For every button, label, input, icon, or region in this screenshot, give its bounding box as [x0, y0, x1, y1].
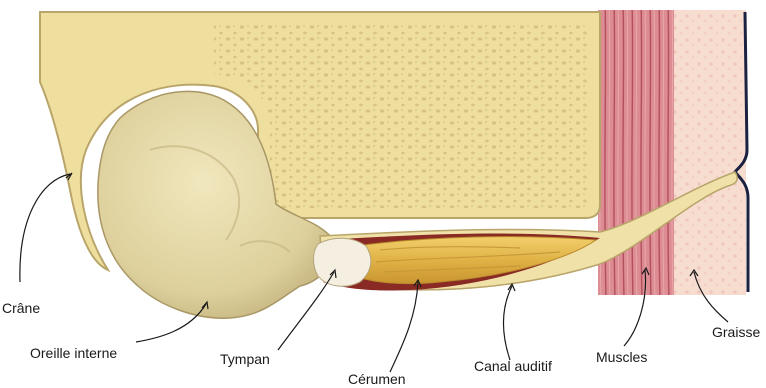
label-inner-ear: Oreille interne [30, 345, 117, 361]
fat-layer [672, 10, 746, 295]
label-ear-canal: Canal auditif [474, 358, 552, 374]
leader-skull [20, 174, 70, 282]
label-muscles: Muscles [596, 349, 647, 365]
leader-ear-canal [504, 286, 513, 360]
label-eardrum: Tympan [220, 351, 270, 367]
eardrum [314, 238, 371, 286]
leader-earwax [390, 282, 418, 372]
label-fat: Graisse [712, 324, 760, 340]
label-skull: Crâne [2, 300, 40, 316]
label-earwax: Cérumen [348, 371, 406, 387]
